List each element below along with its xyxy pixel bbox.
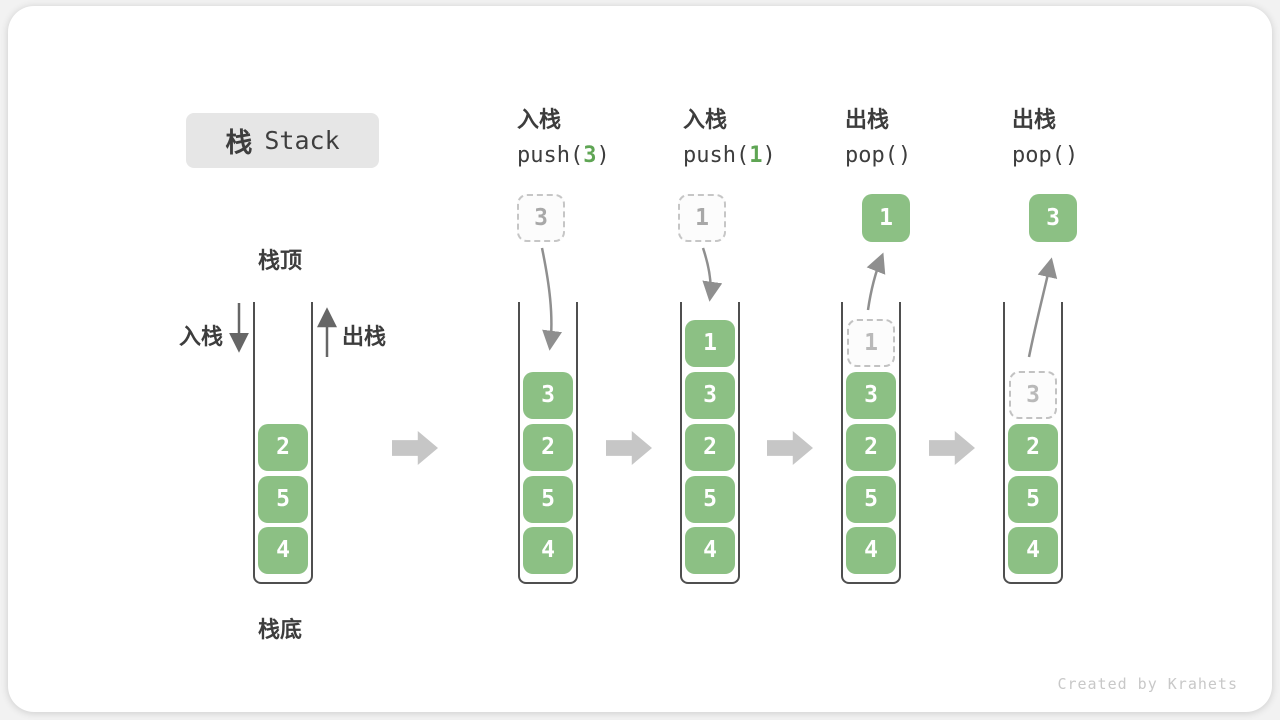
stack-block: 5 — [523, 476, 573, 523]
stack-block: 4 — [685, 527, 735, 574]
stack-block: 5 — [846, 476, 896, 523]
floating-block: 3 — [1029, 194, 1077, 242]
stack-block: 1 — [685, 320, 735, 367]
stack-block: 2 — [523, 424, 573, 471]
stack-block: 5 — [685, 476, 735, 523]
stack-block: 2 — [1008, 424, 1058, 471]
operation-label: 入栈 — [683, 107, 728, 132]
stack-block: 4 — [258, 527, 308, 574]
floating-block: 1 — [862, 194, 910, 242]
watermark: Created by Krahets — [1057, 675, 1238, 693]
diagram-card — [8, 6, 1272, 712]
ghost-block: 3 — [1009, 371, 1057, 419]
title-box: 栈 Stack — [186, 113, 379, 168]
operation-code: push(1) — [683, 143, 776, 168]
stack-block: 3 — [523, 372, 573, 419]
stack-bottom-label: 栈底 — [258, 617, 303, 642]
stack-block: 4 — [1008, 527, 1058, 574]
operation-push-1: 入栈 push(1) — [683, 107, 776, 169]
stack-block: 2 — [685, 424, 735, 471]
operation-code: pop() — [845, 143, 912, 168]
operation-code: pop() — [1012, 143, 1079, 168]
operation-code: push(3) — [517, 143, 610, 168]
stack-block: 5 — [258, 476, 308, 523]
pop-side-label: 出栈 — [342, 324, 387, 349]
operation-label: 入栈 — [517, 107, 562, 132]
stack-block: 4 — [523, 527, 573, 574]
ghost-block: 1 — [847, 319, 895, 367]
operation-label: 出栈 — [1012, 107, 1057, 132]
stack-block: 2 — [846, 424, 896, 471]
title-en: Stack — [264, 126, 340, 155]
operation-pop-3: 出栈 pop() — [1012, 107, 1078, 169]
floating-block: 3 — [517, 194, 565, 242]
push-side-label: 入栈 — [179, 324, 224, 349]
operation-label: 出栈 — [845, 107, 890, 132]
stack-block: 4 — [846, 527, 896, 574]
stack-top-label: 栈顶 — [258, 248, 303, 273]
stack-block: 3 — [846, 372, 896, 419]
stack-block: 2 — [258, 424, 308, 471]
operation-push-3: 入栈 push(3) — [517, 107, 610, 169]
stack-block: 5 — [1008, 476, 1058, 523]
floating-block: 1 — [678, 194, 726, 242]
stack-block: 3 — [685, 372, 735, 419]
operation-pop-1: 出栈 pop() — [845, 107, 911, 169]
title-zh: 栈 — [225, 128, 253, 158]
